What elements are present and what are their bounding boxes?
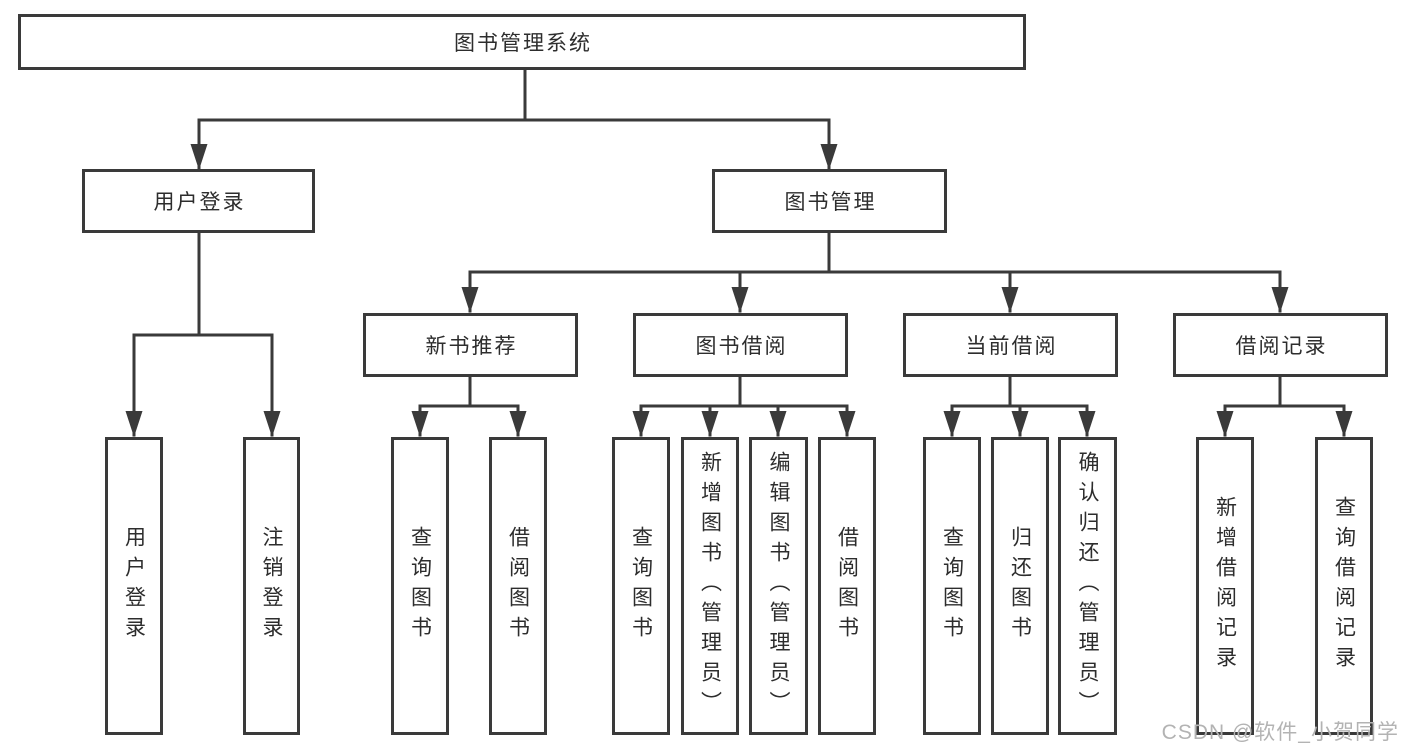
- node-label: 查询图书: [629, 526, 653, 646]
- node-leaf-add-borrow-record: 新增借阅记录: [1196, 437, 1254, 735]
- node-label: 编辑图书（管理员）: [767, 451, 790, 721]
- connector-book-borrow-to-leaves: [639, 375, 849, 437]
- node-label: 查询借阅记录: [1332, 496, 1356, 676]
- node-book-mgmt: 图书管理: [712, 169, 947, 233]
- node-leaf-add-books-admin: 新增图书（管理员）: [681, 437, 739, 735]
- node-label: 借阅记录: [1235, 335, 1328, 358]
- node-label: 用户登录: [122, 526, 146, 646]
- watermark-text: CSDN @软件_小贺同学: [1161, 721, 1399, 744]
- node-label: 注销登录: [260, 526, 283, 646]
- node-leaf-confirm-return-admin: 确认归还（管理员）: [1058, 437, 1117, 735]
- node-label: 归还图书: [1008, 526, 1032, 646]
- node-leaf-logout-login: 注销登录: [243, 437, 300, 735]
- node-label: 图书管理: [784, 191, 877, 214]
- node-new-book-recommend: 新书推荐: [363, 313, 578, 377]
- node-label: 用户登录: [153, 191, 246, 214]
- node-label: 借阅图书: [835, 526, 859, 646]
- node-current-borrow: 当前借阅: [903, 313, 1118, 377]
- node-borrow-records: 借阅记录: [1173, 313, 1388, 377]
- node-leaf-borrow-books-recommend: 借阅图书: [489, 437, 547, 735]
- node-label: 新书推荐: [425, 335, 518, 358]
- node-label: 图书借阅: [695, 335, 788, 358]
- node-root: 图书管理系统: [18, 14, 1026, 70]
- connector-user-login-to-leaves: [132, 231, 274, 437]
- node-leaf-query-books-borrow: 查询图书: [612, 437, 670, 735]
- node-leaf-borrow-books: 借阅图书: [818, 437, 876, 735]
- node-label: 图书管理系统: [454, 32, 592, 55]
- node-leaf-query-books-current: 查询图书: [923, 437, 981, 735]
- connector-root-to-level2: [197, 67, 831, 170]
- node-label: 查询图书: [408, 526, 432, 646]
- node-leaf-query-books-recommend: 查询图书: [391, 437, 449, 735]
- connector-new-book-to-leaves: [418, 375, 520, 437]
- node-leaf-return-books: 归还图书: [991, 437, 1049, 735]
- node-book-borrow: 图书借阅: [633, 313, 848, 377]
- node-label: 新增图书（管理员）: [698, 451, 722, 721]
- node-user-login: 用户登录: [82, 169, 315, 233]
- node-label: 新增借阅记录: [1213, 496, 1237, 676]
- node-label: 当前借阅: [965, 335, 1058, 358]
- arrowheads: [125, 144, 1353, 437]
- node-label: 查询图书: [940, 526, 964, 646]
- node-leaf-query-borrow-record: 查询借阅记录: [1315, 437, 1373, 735]
- node-label: 确认归还（管理员）: [1076, 451, 1099, 721]
- connector-book-mgmt-to-level3: [468, 231, 1282, 313]
- connector-borrow-records-to-leaves: [1223, 375, 1346, 437]
- node-leaf-user-login: 用户登录: [105, 437, 163, 735]
- node-label: 借阅图书: [506, 526, 530, 646]
- node-leaf-edit-books-admin: 编辑图书（管理员）: [749, 437, 808, 735]
